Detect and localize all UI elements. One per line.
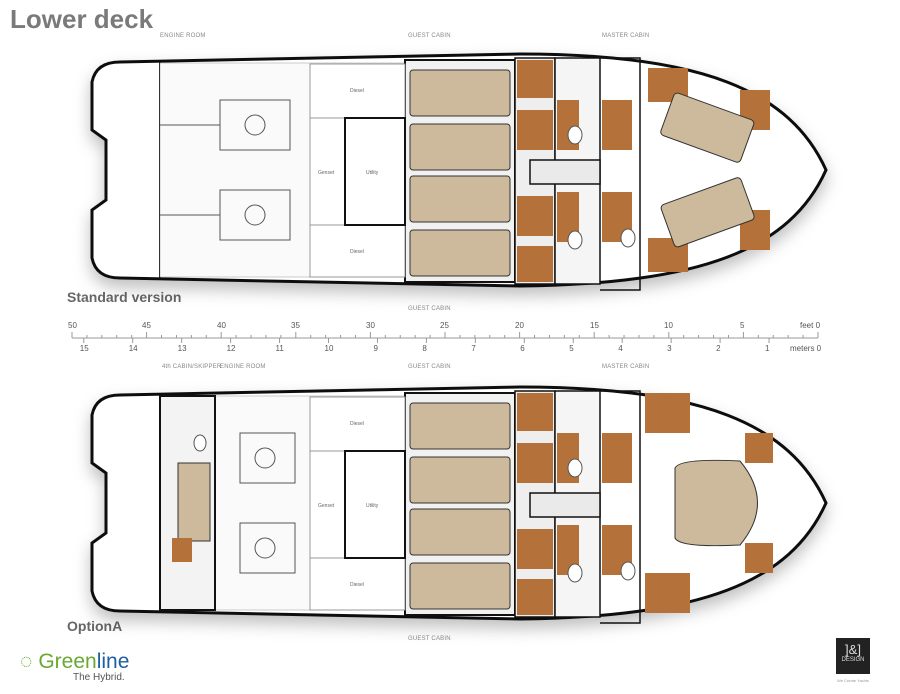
svg-text:Genset: Genset [318,503,335,509]
genset-label: Genset [318,170,335,176]
meter-label: 10 [325,344,334,353]
meter-label: 13 [178,344,187,353]
standard-hull: Diesel Diesel Genset Utility [92,54,826,291]
option-a-hull: Diesel Diesel Genset Utility [92,387,826,624]
svg-text:30: 30 [366,321,375,330]
meter-label: 12 [227,344,236,353]
meter-label: 4 [618,344,623,353]
feet-unit: feet 0 [800,321,821,330]
meter-label: 2 [716,344,721,353]
master-beds [660,92,755,248]
svg-text:10: 10 [664,321,673,330]
svg-text:20: 20 [515,321,524,330]
meter-label: 11 [276,344,285,353]
svg-text:Diesel: Diesel [350,421,364,427]
meter-label: 6 [520,344,525,353]
diesel-label: Diesel [350,249,364,255]
meter-label: 14 [129,344,138,353]
label-guest-cabin-a: GUEST CABIN [408,364,451,370]
label-skipper-cabin: 4th CABIN/SKIPPER [162,364,222,370]
meter-label: 3 [667,344,672,353]
meters-unit: meters 0 [790,344,822,353]
page-title: Lower deck [10,4,154,34]
guest-beds [409,69,511,277]
svg-text:25: 25 [440,321,449,330]
svg-text:50: 50 [68,321,77,330]
option-a-label: OptionA [67,618,123,634]
utility-room [344,117,406,226]
meter-label: 1 [765,344,770,353]
label-master-cabin-a: MASTER CABIN [602,364,650,370]
diesel-tank-top [309,63,406,119]
svg-text:5: 5 [740,321,745,330]
svg-text:15: 15 [590,321,599,330]
svg-text:35: 35 [291,321,300,330]
svg-text:Diesel: Diesel [350,582,364,588]
label-engine-room-a: ENGINE ROOM [220,364,266,370]
label-engine-room: ENGINE ROOM [160,33,206,39]
svg-text:Utility: Utility [366,503,379,509]
skipper-toilet [193,434,207,452]
meter-label: 9 [373,344,378,353]
meter-label: 8 [422,344,427,353]
diesel-tank-bottom [309,224,406,278]
master-island-bed [674,459,758,547]
toilets [567,125,636,250]
meter-label: 5 [569,344,574,353]
skipper-bed [177,462,211,542]
engine-starboard [160,189,291,241]
skipper-cabinet [172,538,192,562]
utility-label: Utility [366,170,379,176]
greenline-logo: ◌ Greenline [20,650,130,673]
meter-label: 7 [471,344,476,353]
designer-tagline: We Create Yachts [836,678,869,683]
meter-label: 15 [80,344,89,353]
label-guest-cabin-bottom: GUEST CABIN [408,306,451,312]
svg-text:40: 40 [217,321,226,330]
label-master-cabin: MASTER CABIN [602,33,650,39]
jg-design-logo: ]&]DESIGN [836,638,870,674]
label-guest-cabin-a-bottom: GUEST CABIN [408,636,451,642]
label-guest-cabin: GUEST CABIN [408,33,451,39]
svg-text:45: 45 [142,321,151,330]
standard-version-label: Standard version [67,289,182,305]
engine-port [160,99,291,151]
diesel-label: Diesel [350,88,364,94]
brand-tagline: The Hybrid. [73,672,125,683]
